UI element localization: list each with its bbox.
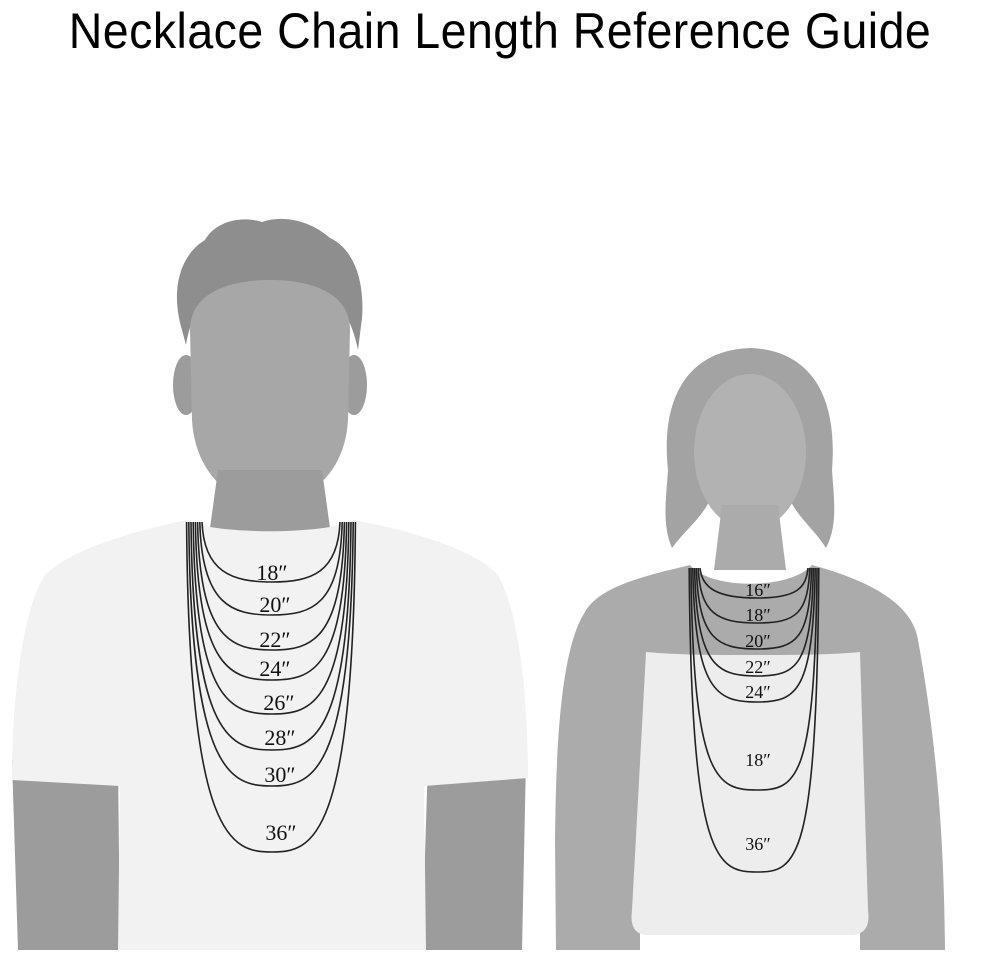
man-chain-label: 22″ [259,627,290,652]
man-chain-labels: 18″ 20″ 22″ 24″ 26″ 28″ 30″ 36″ [256,560,296,845]
man-chain-loop [201,521,341,583]
man-chain-label: 24″ [259,656,290,681]
man-chain-loop [188,521,354,787]
man-chain-loop [185,521,357,853]
woman-chain-label: 16″ [745,580,771,600]
woman-chain-labels: 16″ 18″ 20″ 22″ 24″ 18″ 36″ [745,580,771,854]
man-chain-loop [190,521,352,751]
man-head [190,280,350,505]
woman-chain-loop [695,567,813,650]
woman-chain-label: 24″ [745,682,771,702]
woman-chain-label: 18″ [745,605,771,625]
man-chain-loop [199,521,343,616]
man-chain-label: 26″ [263,690,294,715]
page-title: Necklace Chain Length Reference Guide [68,3,932,59]
woman-chain-loop [693,567,815,677]
man-chain-loop [192,521,350,715]
man-chain-label: 36″ [265,820,296,845]
woman-chain-loop [692,567,816,703]
woman-chain-label: 36″ [745,834,771,854]
woman-figure: 16″ 18″ 20″ 22″ 24″ 18″ 36″ [555,348,945,950]
man-chain-label: 20″ [259,592,290,617]
woman-chains [688,567,820,873]
woman-chain-label: 20″ [745,631,771,651]
man-tshirt [12,520,528,950]
woman-chain-loop [697,567,811,624]
man-chain-loop [194,521,348,681]
man-chain-loop [196,521,346,651]
man-figure: 18″ 20″ 22″ 24″ 26″ 28″ 30″ 36″ [12,218,528,950]
man-chain-label: 30″ [264,762,295,787]
man-left-arm [12,760,120,950]
woman-chain-loop [690,567,818,791]
man-chain-label: 28″ [264,725,295,750]
woman-chain-label: 22″ [745,657,771,677]
man-chain-label: 18″ [256,560,287,585]
woman-chain-label: 18″ [745,750,771,770]
man-right-arm [422,760,526,950]
woman-chain-loop [688,567,820,873]
man-neck [210,470,330,539]
man-chains [185,521,357,853]
woman-face [694,374,806,530]
woman-neck [714,505,786,570]
woman-chain-loop [699,567,809,599]
